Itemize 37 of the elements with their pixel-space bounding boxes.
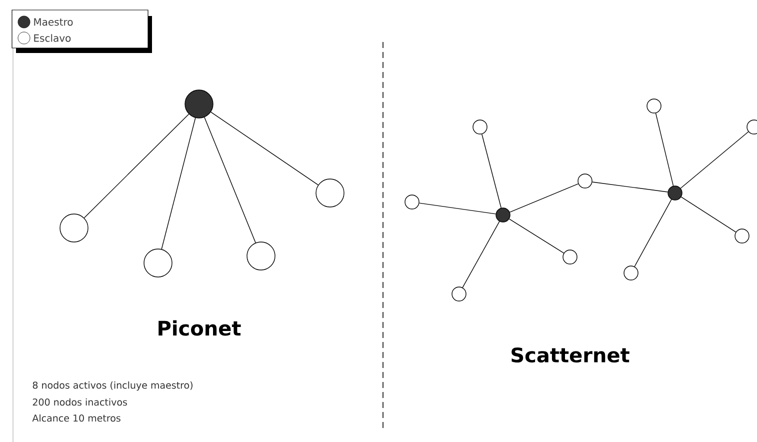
slave-node: [746, 120, 757, 134]
connection-line: [680, 131, 749, 189]
slave-node: [144, 248, 172, 278]
connection-line: [462, 221, 500, 288]
connection-line: [418, 202, 496, 214]
master-node: [184, 90, 214, 118]
slave-node: [562, 250, 578, 264]
note-line: Alcance 10 metros: [32, 414, 120, 422]
connection-line: [634, 199, 672, 267]
connection-line: [84, 114, 190, 218]
slave-node: [452, 286, 466, 302]
connection-line: [655, 112, 674, 186]
connection-line: [509, 183, 579, 213]
note-line: 8 nodos activos (incluye maestro): [32, 381, 192, 391]
network-title: Scatternet: [512, 347, 630, 363]
slave-node: [646, 98, 662, 114]
connection-line: [592, 182, 668, 192]
connection-line: [210, 112, 318, 186]
slave-node: [60, 214, 88, 242]
connection-line: [508, 218, 564, 254]
slave-node: [734, 228, 750, 244]
connection-line: [680, 196, 736, 232]
slave-node: [472, 120, 488, 134]
note-line: 200 nodos inactivos: [32, 398, 127, 406]
master-node: [496, 208, 510, 222]
slave-node: [578, 174, 592, 188]
legend-label: Esclavo: [34, 34, 71, 42]
master-node: [668, 186, 682, 200]
network-title: Piconet: [158, 320, 241, 336]
slave-node: [246, 242, 276, 270]
slave-node: [316, 178, 344, 208]
connection-line: [161, 118, 196, 250]
connection-line: [204, 116, 256, 244]
slave-node: [404, 194, 420, 210]
slave-node: [624, 266, 638, 280]
legend-label: Maestro: [34, 18, 73, 26]
connection-line: [482, 134, 502, 208]
